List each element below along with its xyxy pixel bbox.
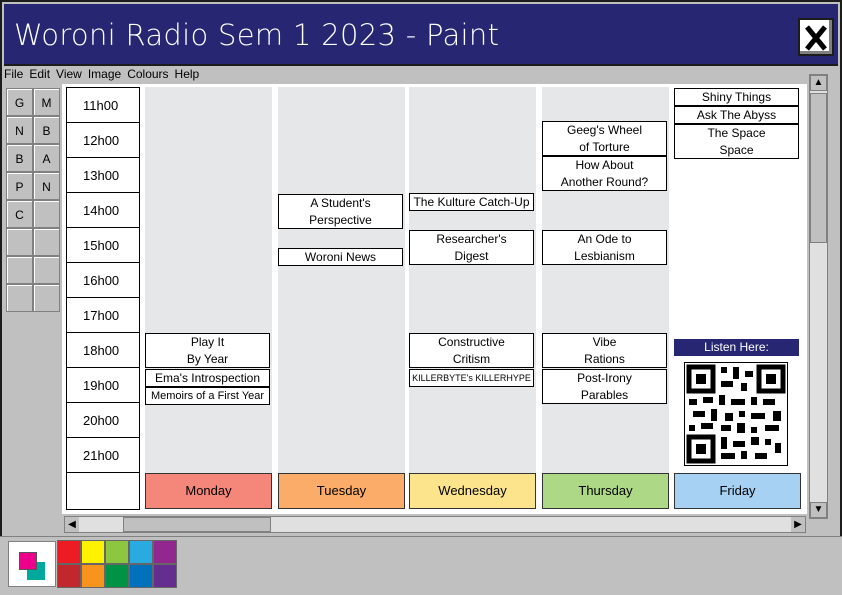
time-label: 15h00 [67,228,139,263]
day-column-tuesday [278,87,405,473]
show-block: Memoirs of a First Year [145,387,270,405]
scroll-left-icon[interactable]: ◀ [65,517,79,532]
show-block: Ask The Abyss [674,106,799,124]
tool-button[interactable] [6,284,33,312]
color-swatch[interactable] [81,564,105,588]
qr-code-icon [686,364,786,464]
color-swatch[interactable] [57,564,81,588]
tool-button[interactable]: A [33,144,60,172]
show-block: Ema's Introspection [145,369,270,387]
close-icon [805,25,827,51]
color-swatch[interactable] [129,540,153,564]
tool-button[interactable]: N [6,116,33,144]
tool-button[interactable]: B [33,116,60,144]
menu-help[interactable]: Help [174,67,200,81]
tool-button[interactable] [6,256,33,284]
horizontal-scrollbar[interactable]: ◀ ▶ [64,516,806,533]
listen-here-label: Listen Here: [674,339,799,356]
menu-edit[interactable]: Edit [29,67,51,81]
show-block: KILLERBYTE's KILLERHYPE [409,369,534,387]
day-label-thursday: Thursday [542,473,669,509]
day-label-monday: Monday [145,473,272,509]
tool-button[interactable] [33,200,60,228]
color-swatch[interactable] [153,564,177,588]
day-label-tuesday: Tuesday [278,473,405,509]
color-swatch[interactable] [153,540,177,564]
scroll-right-icon[interactable]: ▶ [791,517,805,532]
vertical-scroll-thumb[interactable] [810,93,827,243]
color-swatch[interactable] [105,540,129,564]
tool-button[interactable] [33,228,60,256]
show-block: Shiny Things [674,88,799,106]
menu-colours[interactable]: Colours [127,67,169,81]
tool-button[interactable]: C [6,200,33,228]
vertical-scrollbar[interactable]: ▲ ▼ [809,74,828,519]
time-label: 11h00 [67,88,139,123]
scroll-up-icon[interactable]: ▲ [810,75,827,91]
color-swatch[interactable] [129,564,153,588]
qr-code[interactable] [684,362,788,466]
tool-button[interactable]: M [33,88,60,116]
toolbox: G M N B B A P N C [6,88,60,316]
menu-file[interactable]: File [4,67,24,81]
time-label: 12h00 [67,123,139,158]
time-label: 21h00 [67,438,139,473]
tool-button[interactable] [33,284,60,312]
menu-image[interactable]: Image [87,67,122,81]
window-title: Woroni Radio Sem 1 2023 - Paint [14,18,500,52]
time-label: 20h00 [67,403,139,438]
color-swatch[interactable] [57,540,81,564]
time-label: 16h00 [67,263,139,298]
show-block: Woroni News [278,248,403,266]
tool-button[interactable] [6,228,33,256]
current-colors[interactable] [8,541,56,587]
scroll-down-icon[interactable]: ▼ [810,502,827,518]
foreground-color-swatch [19,552,37,570]
tool-button[interactable]: B [6,144,33,172]
tool-button[interactable]: G [6,88,33,116]
time-label: 14h00 [67,193,139,228]
tool-button[interactable]: N [33,172,60,200]
title-bar: Woroni Radio Sem 1 2023 - Paint [4,4,838,66]
color-swatch[interactable] [105,564,129,588]
tool-button[interactable] [33,256,60,284]
menu-bar: File Edit View Image Colours Help [4,67,199,83]
time-label: 13h00 [67,158,139,193]
time-label: 19h00 [67,368,139,403]
show-block: The Kulture Catch-Up [409,193,534,211]
close-button[interactable] [798,18,834,56]
time-label: 17h00 [67,298,139,333]
menu-view[interactable]: View [56,67,82,81]
tool-button[interactable]: P [6,172,33,200]
time-column: 11h00 12h00 13h00 14h00 15h00 16h00 17h0… [66,87,140,510]
day-label-friday: Friday [674,473,801,509]
day-column-monday [145,87,272,473]
time-label: 18h00 [67,333,139,368]
horizontal-scroll-thumb[interactable] [123,517,271,532]
day-column-wednesday [409,87,536,473]
day-label-wednesday: Wednesday [409,473,536,509]
color-swatch[interactable] [81,540,105,564]
